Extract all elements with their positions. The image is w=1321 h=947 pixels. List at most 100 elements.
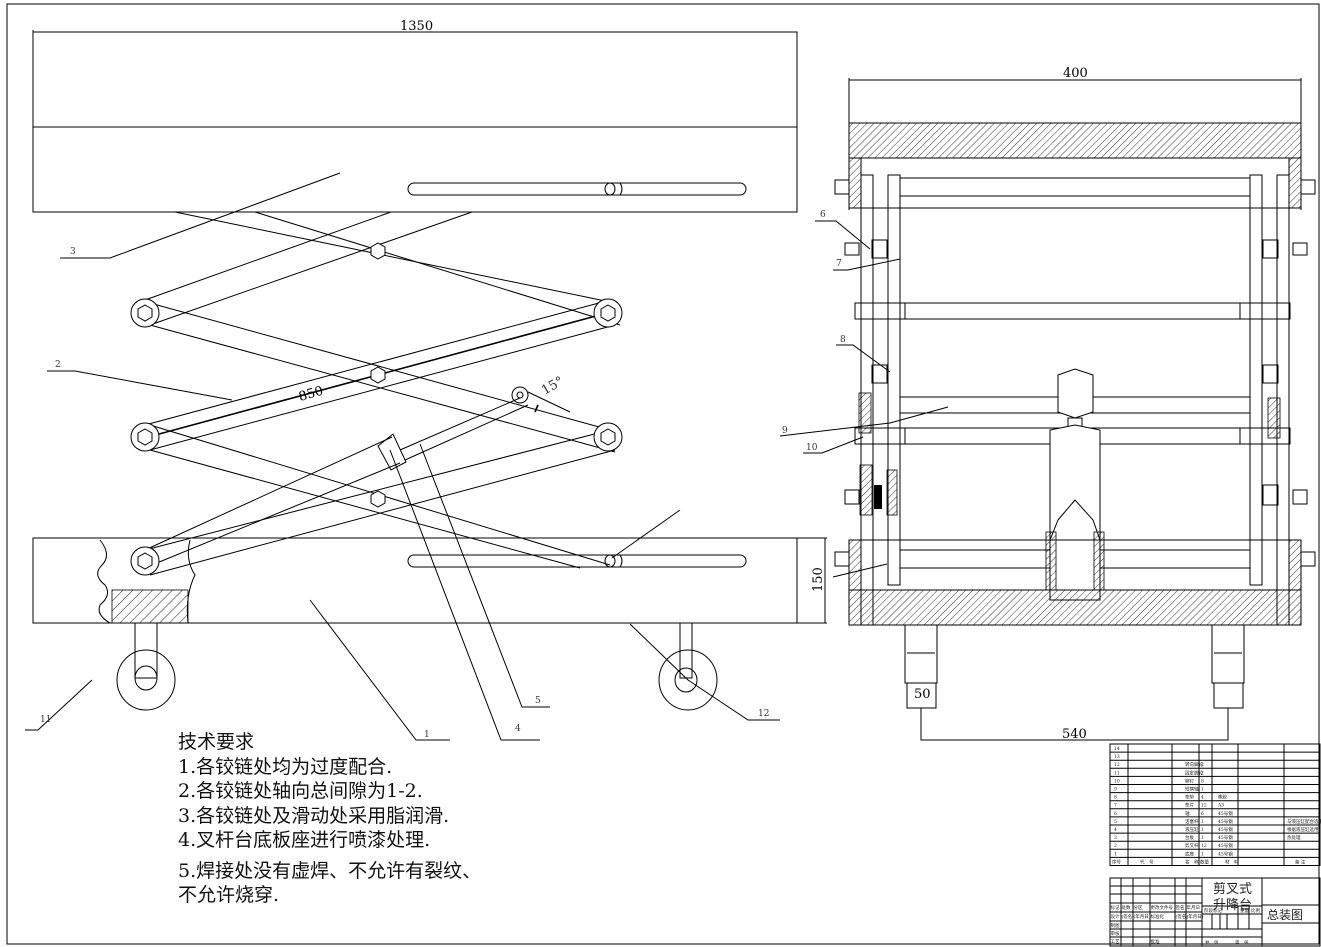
- callout-6: 6: [820, 210, 826, 220]
- bom-header-remark: 备 注: [1295, 858, 1306, 865]
- bom-name: 短横轴: [1185, 786, 1199, 793]
- dim-angle: 15°: [539, 374, 566, 399]
- bom-qty: 2: [1201, 770, 1204, 776]
- bom-qty: 12: [1201, 803, 1207, 809]
- top-plate-section: [848, 122, 1302, 159]
- bom-qty: 1: [1201, 827, 1204, 833]
- drawing-name: 总装图: [1267, 908, 1303, 922]
- bom-name: 垫垫: [1185, 794, 1194, 801]
- product-name-1: 剪叉式: [1213, 881, 1252, 897]
- bom-no: 1: [1114, 851, 1117, 857]
- sign-cell: 分区: [1134, 904, 1143, 911]
- wheel-fixed: [116, 622, 176, 711]
- bom-name: 转向脚轮: [1185, 761, 1203, 768]
- bom-row: 1 底座 1 45号钢: [1114, 850, 1233, 857]
- dim-base-height: 150: [811, 567, 826, 592]
- bom-name: 固定脚轮: [1185, 769, 1203, 776]
- bom-material: 45号钢: [1218, 826, 1233, 833]
- bom-qty: 1: [1201, 851, 1204, 857]
- bom-material: 45号钢: [1218, 850, 1233, 857]
- callout-7: 7: [836, 259, 842, 269]
- sign-cell: 批准: [1151, 938, 1160, 945]
- sign-cell: 签名: [1176, 904, 1185, 911]
- sign-cell: 审核: [1111, 930, 1120, 937]
- dim-front-length: 1350: [400, 19, 433, 34]
- bom-no: 9: [1114, 787, 1117, 793]
- weld-section: [111, 589, 189, 624]
- dim-wheel-spacing: 540: [1062, 727, 1087, 742]
- bom-no: 11: [1114, 770, 1120, 776]
- bom-no: 6: [1114, 811, 1117, 817]
- callouts-front: 3 2 1 4 5 11 12: [25, 172, 780, 741]
- bom-qty: 12: [1201, 843, 1207, 849]
- bom-qty: 1: [1201, 819, 1204, 825]
- weight-label: 重量: [1240, 907, 1249, 914]
- bom-name: 剪叉杆: [1185, 842, 1199, 849]
- tech-req-item: 不允许烧穿.: [178, 884, 280, 906]
- bom-no: 7: [1114, 803, 1117, 809]
- technical-requirements: 技术要求 1.各铰链处均为过度配合. 2.各铰链处轴向总间隙为1-2. 3.各铰…: [178, 730, 481, 908]
- bom-qty: 1: [1201, 835, 1204, 841]
- bom-no: 12: [1114, 762, 1120, 768]
- bom-remark: 与液压缸配合选用: [1287, 818, 1321, 825]
- dim-arm-length: 850: [297, 384, 325, 405]
- bom-qty: 2: [1201, 762, 1204, 768]
- top-platform: [32, 31, 798, 213]
- tech-req-item: 1.各铰链处均为过度配合.: [178, 755, 393, 778]
- bom-no: 2: [1114, 843, 1117, 849]
- bom-material: 45号钢: [1218, 842, 1233, 849]
- front-view: 1350: [25, 19, 827, 741]
- side-casters: [904, 624, 1245, 709]
- sign-cell: (年月日): [1134, 913, 1151, 920]
- sign-cell: 处数: [1122, 904, 1131, 911]
- tech-req-item: 2.各铰链处轴向总间隙为1-2.: [178, 780, 423, 802]
- sign-cell: (签名): [1176, 913, 1189, 920]
- bom-material: 橡胶: [1218, 794, 1227, 801]
- callout-9: 9: [782, 426, 788, 436]
- bom-header-name: 名 称: [1185, 858, 1199, 865]
- callout-2: 2: [55, 360, 61, 370]
- scissor-arms: 15° 850: [130, 211, 623, 576]
- dim-side-width: 400: [1063, 66, 1088, 81]
- sign-cell: 标记: [1111, 904, 1120, 911]
- bom-name: 轴: [1185, 810, 1190, 817]
- base-frame: [32, 537, 798, 624]
- bom-header-material: 材 料: [1225, 858, 1239, 865]
- sign-cell: (年月日): [1187, 913, 1204, 920]
- base-slide-slot: [407, 554, 747, 568]
- signature-grid: 标记处数分区更改文件号签名年月日设计(签名)(年月日)标准化(签名)(年月日)制…: [1109, 877, 1204, 947]
- bom-row: 14: [1114, 746, 1120, 752]
- tech-req-item: 3.各铰链处及滑动处采用脂润滑.: [178, 804, 450, 827]
- bom-header-code: 代 号: [1140, 858, 1154, 865]
- bom-row: 13: [1114, 754, 1120, 760]
- bom-no: 14: [1114, 746, 1120, 752]
- tech-req-item: 5.焊接处没有虚焊、不允许有裂纹、: [178, 859, 482, 882]
- callout-12: 12: [758, 709, 769, 719]
- shaft-top: [899, 177, 1251, 197]
- bom-name: 底座: [1185, 850, 1194, 857]
- side-hydraulic-cylinder: [1045, 368, 1105, 601]
- shaft-mid: [899, 302, 1251, 320]
- sign-cell: 设计: [1111, 913, 1120, 920]
- bom-remark: 热处理: [1287, 834, 1301, 841]
- bom-qty: 4: [1201, 795, 1204, 801]
- bom-name: 液压缸: [1185, 826, 1199, 833]
- callout-11: 11: [40, 715, 51, 725]
- bom-header-no: 序号: [1112, 858, 1121, 865]
- bom-qty: 8: [1201, 778, 1204, 784]
- sign-cell: (签名): [1122, 913, 1135, 920]
- bom-name: 铆钉: [1185, 777, 1194, 784]
- bom-name: 活塞杆: [1185, 818, 1199, 825]
- callout-8: 8: [840, 335, 846, 345]
- sign-cell: 更改文件号: [1151, 904, 1174, 911]
- hydraulic-cylinder: [144, 391, 571, 566]
